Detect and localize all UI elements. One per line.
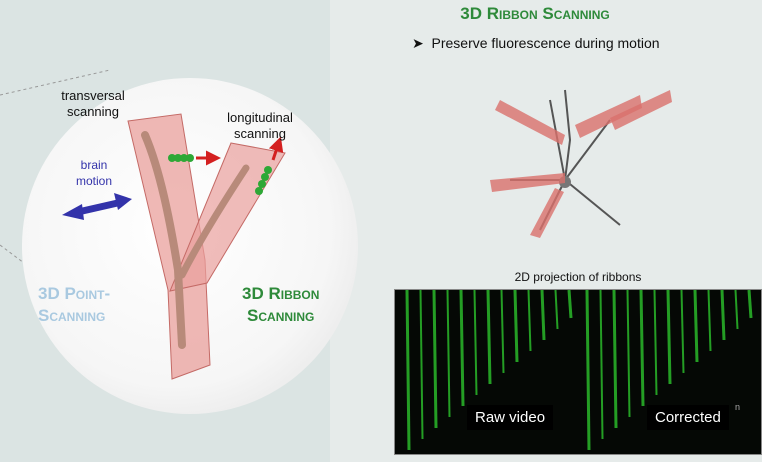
brain-motion-arrow-icon: [62, 193, 132, 220]
fluorescent-dendrite-streak: [527, 290, 532, 352]
fluorescent-dendrite-streak: [666, 290, 672, 385]
fluorescent-dendrite-streak: [693, 290, 699, 363]
fluorescent-dendrite-streak: [639, 290, 645, 407]
fluorescent-dendrite-streak: [734, 290, 739, 330]
fluorescent-dendrite-streak: [459, 290, 465, 407]
fluorescent-dendrite-streak: [419, 290, 424, 440]
green-points-longitudinal: [255, 166, 272, 195]
fluorescent-dendrite-streak: [513, 290, 519, 363]
transversal-label: transversal scanning: [61, 88, 125, 119]
dendrite-illustration: [62, 113, 286, 380]
note-mark: n: [735, 402, 741, 412]
transversal-ribbon: [127, 113, 211, 380]
fluorescent-dendrite-streak: [585, 290, 591, 451]
ribbon-scanning-line2: Scanning: [247, 306, 315, 325]
fluorescent-dendrite-streak: [486, 290, 492, 385]
fluorescent-dendrite-streak: [720, 290, 726, 341]
point-scanning-line2: Scanning: [38, 306, 106, 325]
ribbon-scanning-line1: 3D Ribbon: [242, 284, 320, 303]
point-scanning-label: 3D Point- Scanning: [38, 283, 110, 327]
dendrite-main: [141, 131, 186, 349]
green-points-transversal: [168, 154, 194, 162]
fluorescent-dendrite-streak: [554, 290, 559, 330]
neuron-3d-render: [490, 89, 672, 238]
fluorescent-dendrite-streak: [432, 290, 438, 429]
fluorescent-dendrite-streak: [626, 290, 631, 418]
red-arrow-longitudinal: [268, 136, 284, 161]
bullet-item: ➤ Preserve fluorescence during motion: [412, 35, 660, 52]
corrected-label: Corrected: [647, 405, 729, 430]
fluorescent-dendrite-streak: [612, 290, 618, 429]
fluorescent-dendrite-streak: [707, 290, 712, 352]
longitudinal-ribbon: [169, 142, 286, 292]
projection-video[interactable]: Raw video Corrected n: [394, 289, 762, 455]
fluorescent-dendrite-streak: [473, 290, 478, 396]
bullet-text: Preserve fluorescence during motion: [431, 35, 660, 51]
fluorescent-dendrite-streak: [567, 290, 573, 319]
fluorescent-dendrite-streak: [500, 290, 505, 374]
brain-motion-label: brain motion: [75, 158, 113, 188]
fluorescent-dendrite-streak: [747, 290, 753, 319]
fluorescent-dendrite-streak: [653, 290, 658, 396]
ribbon-scanning-label: 3D Ribbon Scanning: [242, 283, 319, 327]
fluorescent-dendrite-streak: [680, 290, 685, 374]
fluorescent-dendrite-streak: [599, 290, 604, 440]
ribbon-streaks: [405, 290, 753, 451]
dendrite-branch: [178, 164, 250, 279]
fluorescent-dendrite-streak: [405, 290, 411, 451]
longitudinal-label: longitudinal scanning: [227, 110, 293, 141]
projection-title: 2D projection of ribbons: [514, 270, 642, 284]
fluorescent-dendrite-streak: [540, 290, 546, 341]
arrowhead-bullet-icon: ➤: [412, 35, 424, 51]
fluorescent-dendrite-streak: [446, 290, 451, 418]
raw-video-label: Raw video: [467, 405, 554, 430]
point-scanning-line1: 3D Point-: [38, 284, 111, 303]
slide-title: 3D Ribbon Scanning: [460, 4, 610, 23]
